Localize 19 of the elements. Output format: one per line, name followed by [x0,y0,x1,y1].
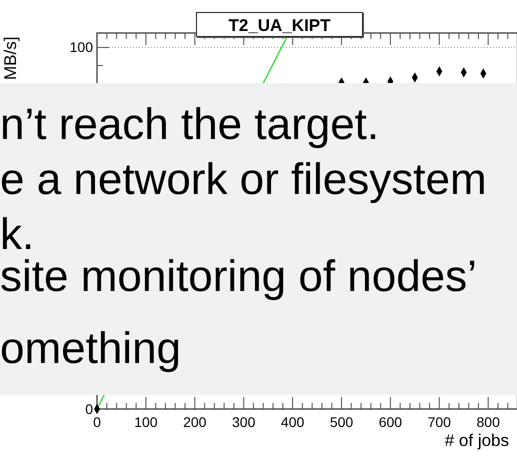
tick-label: 100 [133,415,159,429]
tick-label: 800 [476,415,501,429]
tick-label: 100 [68,40,93,54]
axis-title: MB/s] [2,36,19,80]
slide-text: e a network or filesystem [0,158,487,202]
tick-label: 400 [280,415,306,429]
slide-text: k. [0,213,34,257]
tick-label: 500 [328,415,354,429]
tick-label: 200 [182,415,208,429]
chart-title: T2_UA_KIPT [196,12,363,37]
slide-text: site monitoring of nodes’ [0,255,477,299]
tick-label: 600 [378,415,404,429]
tick-label: 700 [426,415,452,429]
axis-title: # of jobs [444,432,509,449]
tick-label: 0 [84,402,93,416]
slide-text: n’t reach the target. [0,103,380,147]
tick-label: 0 [92,415,102,429]
tick-label: 300 [231,415,256,429]
slide-text: omething [0,327,182,371]
